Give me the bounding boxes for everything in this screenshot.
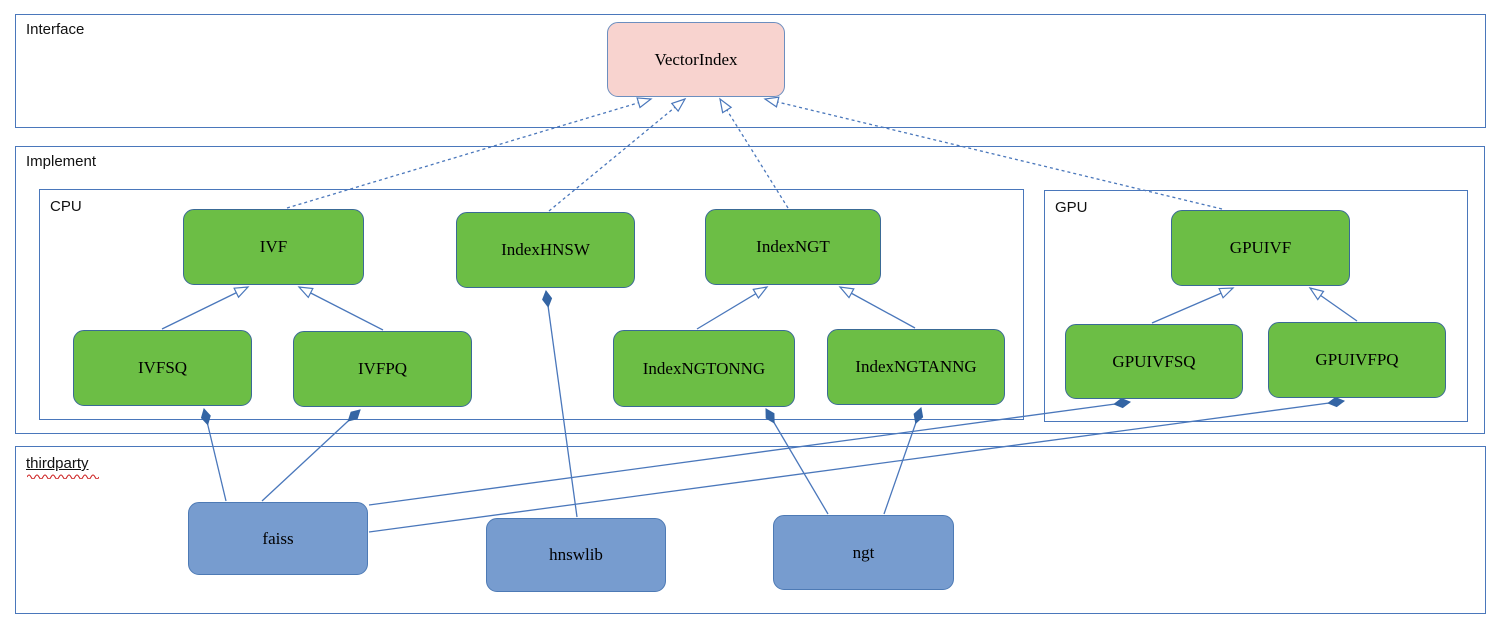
node-ivf: IVF bbox=[183, 209, 364, 285]
container-interface-label: Interface bbox=[26, 21, 85, 38]
node-hnswlib-label: hnswlib bbox=[549, 545, 603, 564]
container-cpu-label: CPU bbox=[50, 198, 82, 215]
node-indexngtonng: IndexNGTONNG bbox=[613, 330, 795, 407]
edge-GPUIVF-VectorIndex bbox=[763, 96, 1223, 210]
spellcheck-squiggle-icon bbox=[27, 474, 99, 479]
node-indexngtonng-label: IndexNGTONNG bbox=[642, 358, 766, 378]
node-gpuivfsq: GPUIVFSQ bbox=[1065, 324, 1243, 399]
node-indexngt: IndexNGT bbox=[705, 209, 881, 285]
node-ivfsq-label: IVFSQ bbox=[137, 358, 188, 377]
node-ngt: ngt bbox=[773, 515, 954, 590]
node-gpuivf-label: GPUIVF bbox=[1229, 238, 1292, 257]
edge-IVFPQ-IVF bbox=[297, 286, 384, 331]
node-faiss: faiss bbox=[188, 502, 368, 575]
edge-IVF-VectorIndex bbox=[286, 97, 653, 209]
container-gpu-label: GPU bbox=[1055, 199, 1088, 216]
node-vectorindex: VectorIndex bbox=[607, 22, 785, 97]
node-gpuivfpq-label: GPUIVFPQ bbox=[1315, 350, 1399, 369]
edge-hnswlib-IndexHNSW bbox=[546, 291, 578, 518]
edge-IndexNGTANNG-IndexNGT bbox=[838, 286, 916, 329]
node-indexngtanng-label: IndexNGTANNG bbox=[855, 357, 977, 376]
edge-IndexHNSW-VectorIndex bbox=[548, 97, 687, 212]
node-ivf-label: IVF bbox=[259, 237, 288, 256]
edge-ngt-IndexNGTANNG bbox=[883, 408, 921, 515]
edge-faiss-GPUIVFPQ bbox=[368, 401, 1344, 533]
node-gpuivf: GPUIVF bbox=[1171, 210, 1350, 286]
node-indexngtanng: IndexNGTANNG bbox=[827, 329, 1005, 405]
edge-ngt-IndexNGTONNG bbox=[765, 409, 829, 515]
edge-faiss-IVFSQ bbox=[204, 409, 227, 502]
edge-faiss-IVFPQ bbox=[261, 410, 360, 502]
edge-GPUIVFSQ-GPUIVF bbox=[1151, 287, 1235, 324]
node-ivfpq: IVFPQ bbox=[293, 331, 472, 407]
node-hnswlib: hnswlib bbox=[486, 518, 666, 592]
node-ivfpq-label: IVFPQ bbox=[357, 359, 408, 378]
node-indexhnsw-label: IndexHNSW bbox=[501, 240, 590, 259]
container-thirdparty-label-text: thirdparty bbox=[26, 455, 89, 472]
node-indexhnsw: IndexHNSW bbox=[456, 212, 635, 288]
edge-IndexNGT-VectorIndex bbox=[719, 97, 789, 209]
node-gpuivfsq-label: GPUIVFSQ bbox=[1112, 351, 1196, 371]
node-ngt-label: ngt bbox=[852, 542, 875, 562]
node-ivfsq: IVFSQ bbox=[73, 330, 252, 406]
edge-GPUIVFPQ-GPUIVF bbox=[1308, 287, 1358, 322]
container-thirdparty-label: thirdparty bbox=[26, 455, 99, 479]
node-indexngt-label: IndexNGT bbox=[756, 237, 830, 256]
container-implement-label: Implement bbox=[26, 153, 97, 170]
node-faiss-label: faiss bbox=[262, 528, 294, 548]
node-gpuivfpq: GPUIVFPQ bbox=[1268, 322, 1446, 398]
edge-IndexNGTONNG-IndexNGT bbox=[696, 286, 769, 330]
edge-faiss-GPUIVFSQ bbox=[368, 402, 1130, 506]
edge-IVFSQ-IVF bbox=[161, 286, 250, 330]
node-vectorindex-label: VectorIndex bbox=[654, 49, 738, 69]
